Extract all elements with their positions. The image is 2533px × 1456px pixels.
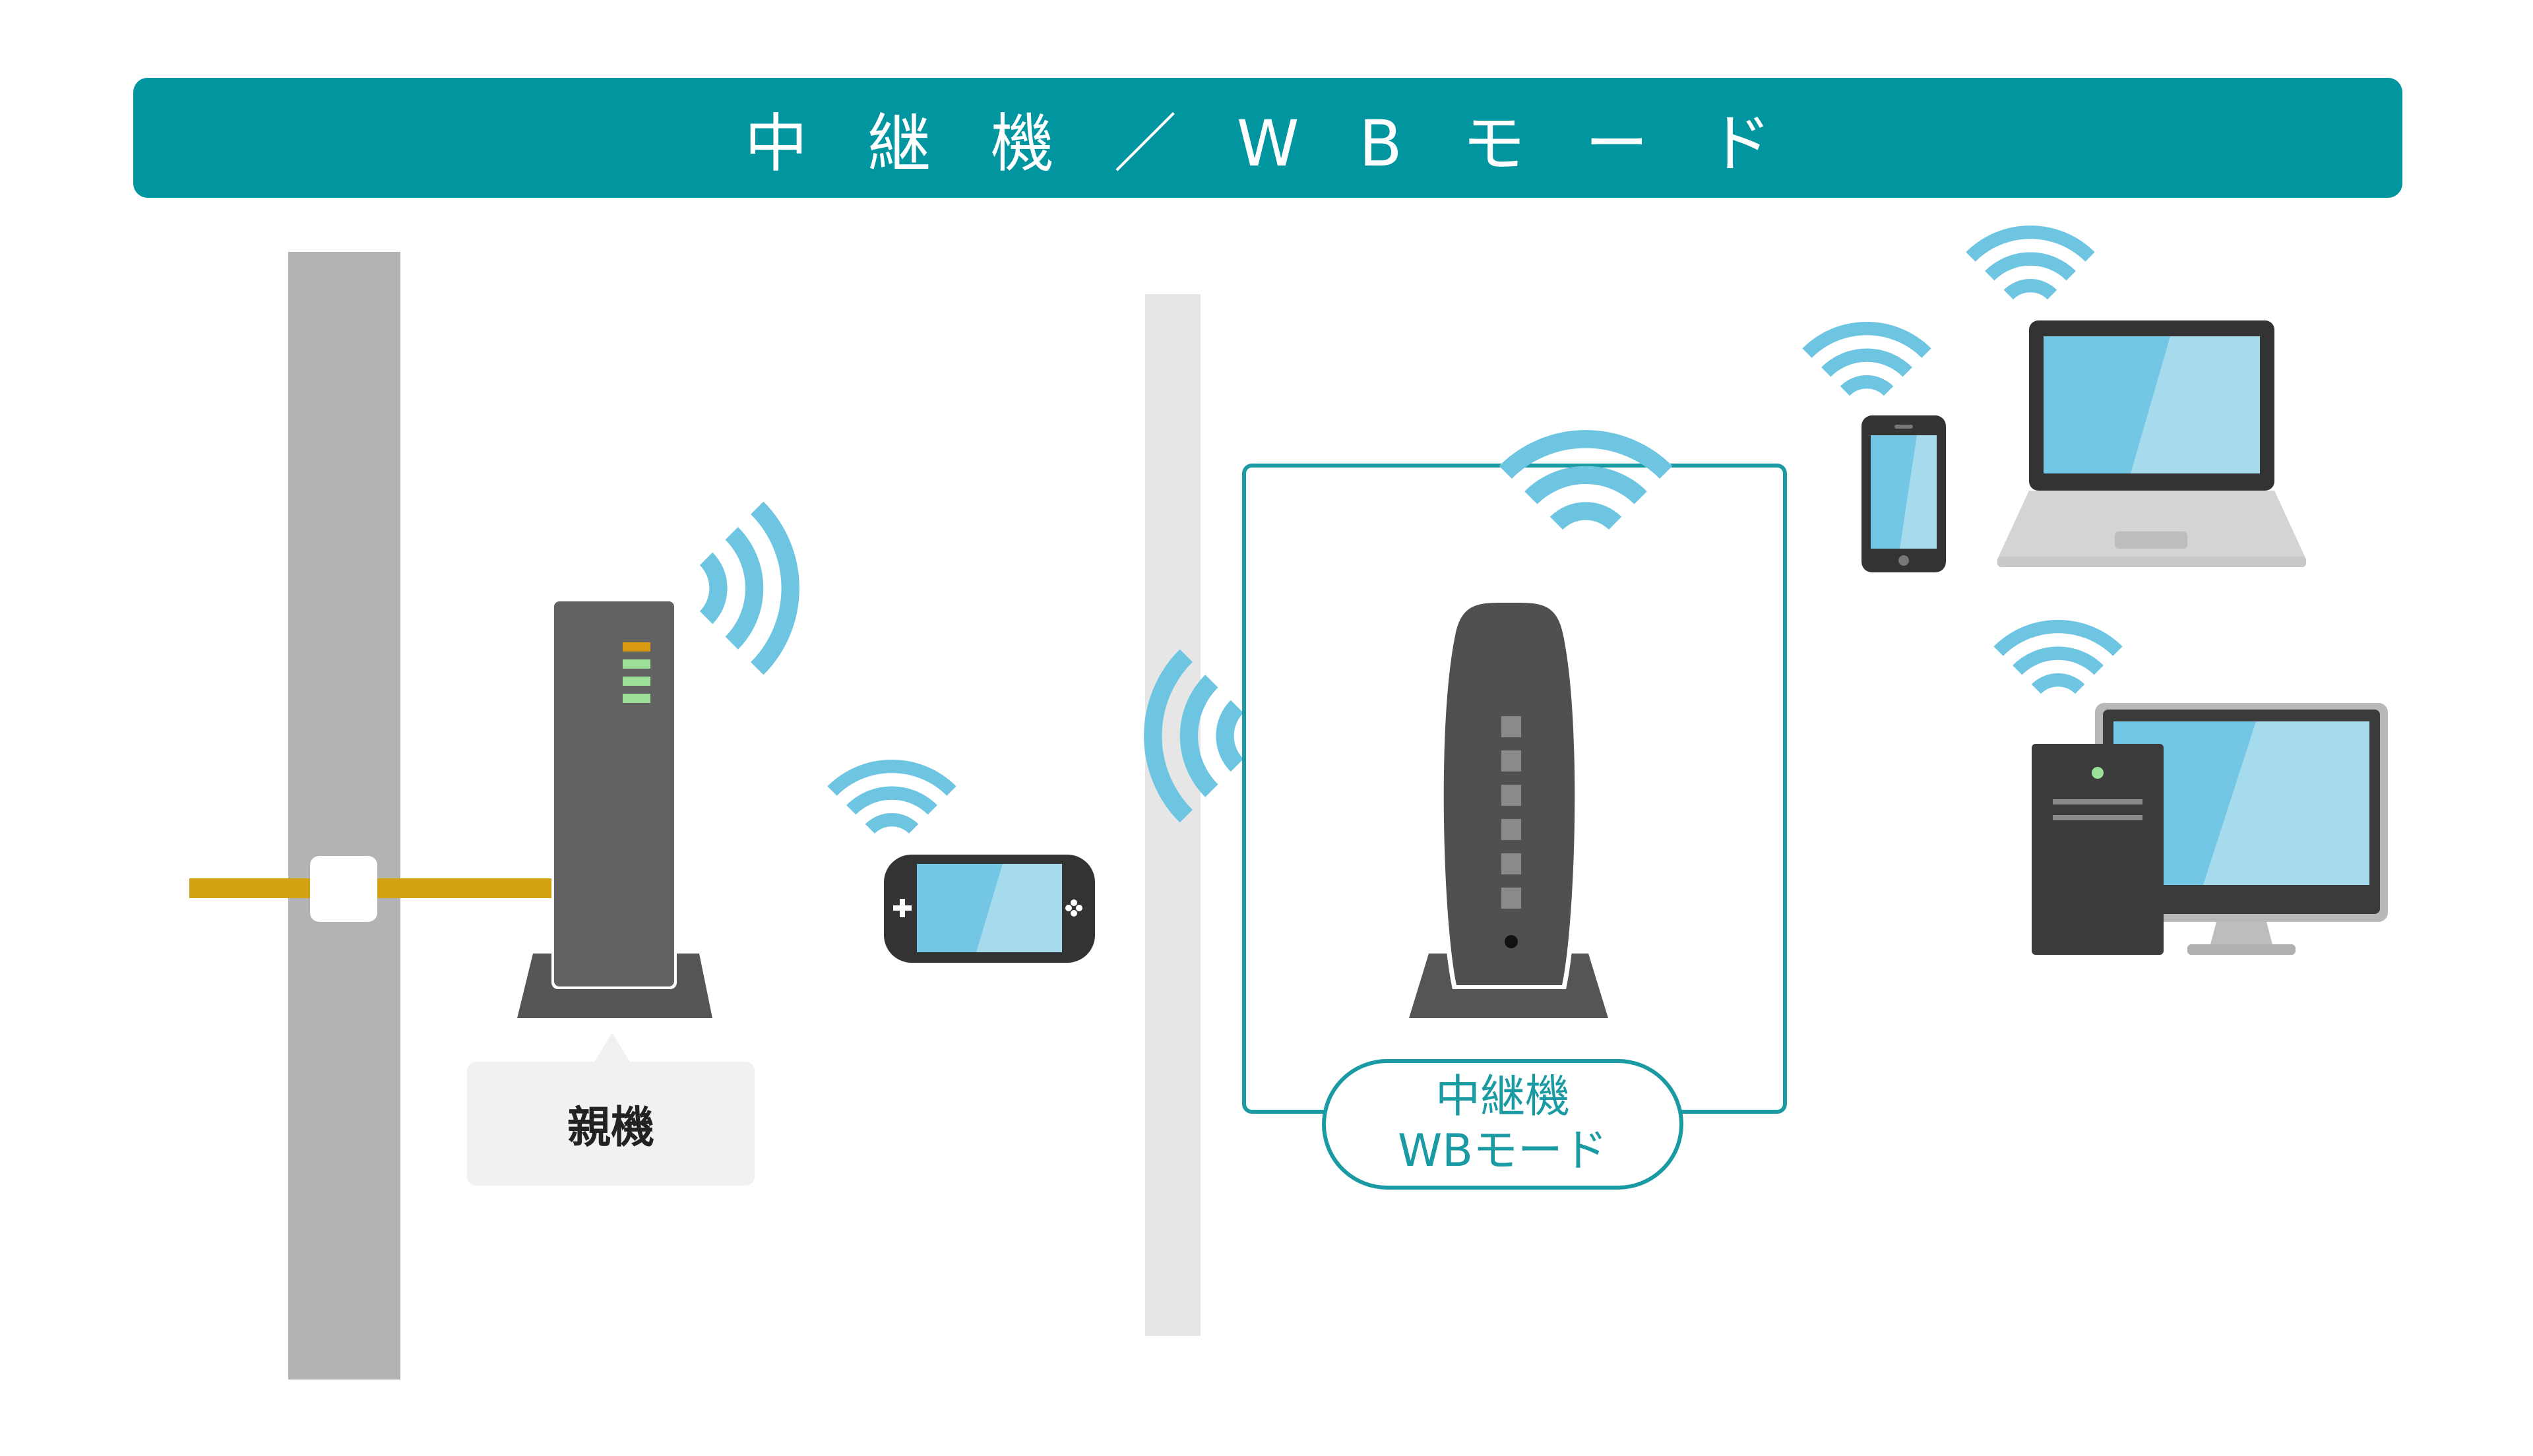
repeater-icon: [1409, 597, 1608, 1018]
repeater-label-line1: 中継機: [1435, 1071, 1570, 1123]
wifi-signal-icon: [677, 508, 838, 669]
handheld-console-icon: [884, 855, 1095, 963]
wall-left: [288, 252, 400, 1380]
header-bar: 中 継 機 ／ W B モ ー ド: [133, 78, 2402, 198]
wifi-signal-icon: [1999, 592, 2118, 711]
smartphone-icon: [1861, 415, 1946, 572]
wifi-signal-icon: [832, 731, 952, 851]
wifi-signal-icon: [1505, 392, 1666, 553]
wifi-signal-icon: [1971, 197, 2090, 317]
laptop-icon: [1997, 320, 2306, 567]
router-icon: [517, 599, 712, 1018]
page-title: 中 継 機 ／ W B モ ー ド: [744, 106, 1792, 181]
wifi-signal-icon: [1807, 293, 1927, 413]
wall-middle: [1145, 294, 1201, 1336]
wall-socket: [310, 856, 377, 922]
parent-label-pointer: [594, 1033, 631, 1063]
desktop-pc-icon: [2032, 703, 2388, 955]
parent-router-label: 親機: [467, 1062, 755, 1186]
repeater-label-line2: WBモード: [1398, 1125, 1608, 1177]
repeater-label: 中継機 WBモード: [1322, 1059, 1683, 1190]
